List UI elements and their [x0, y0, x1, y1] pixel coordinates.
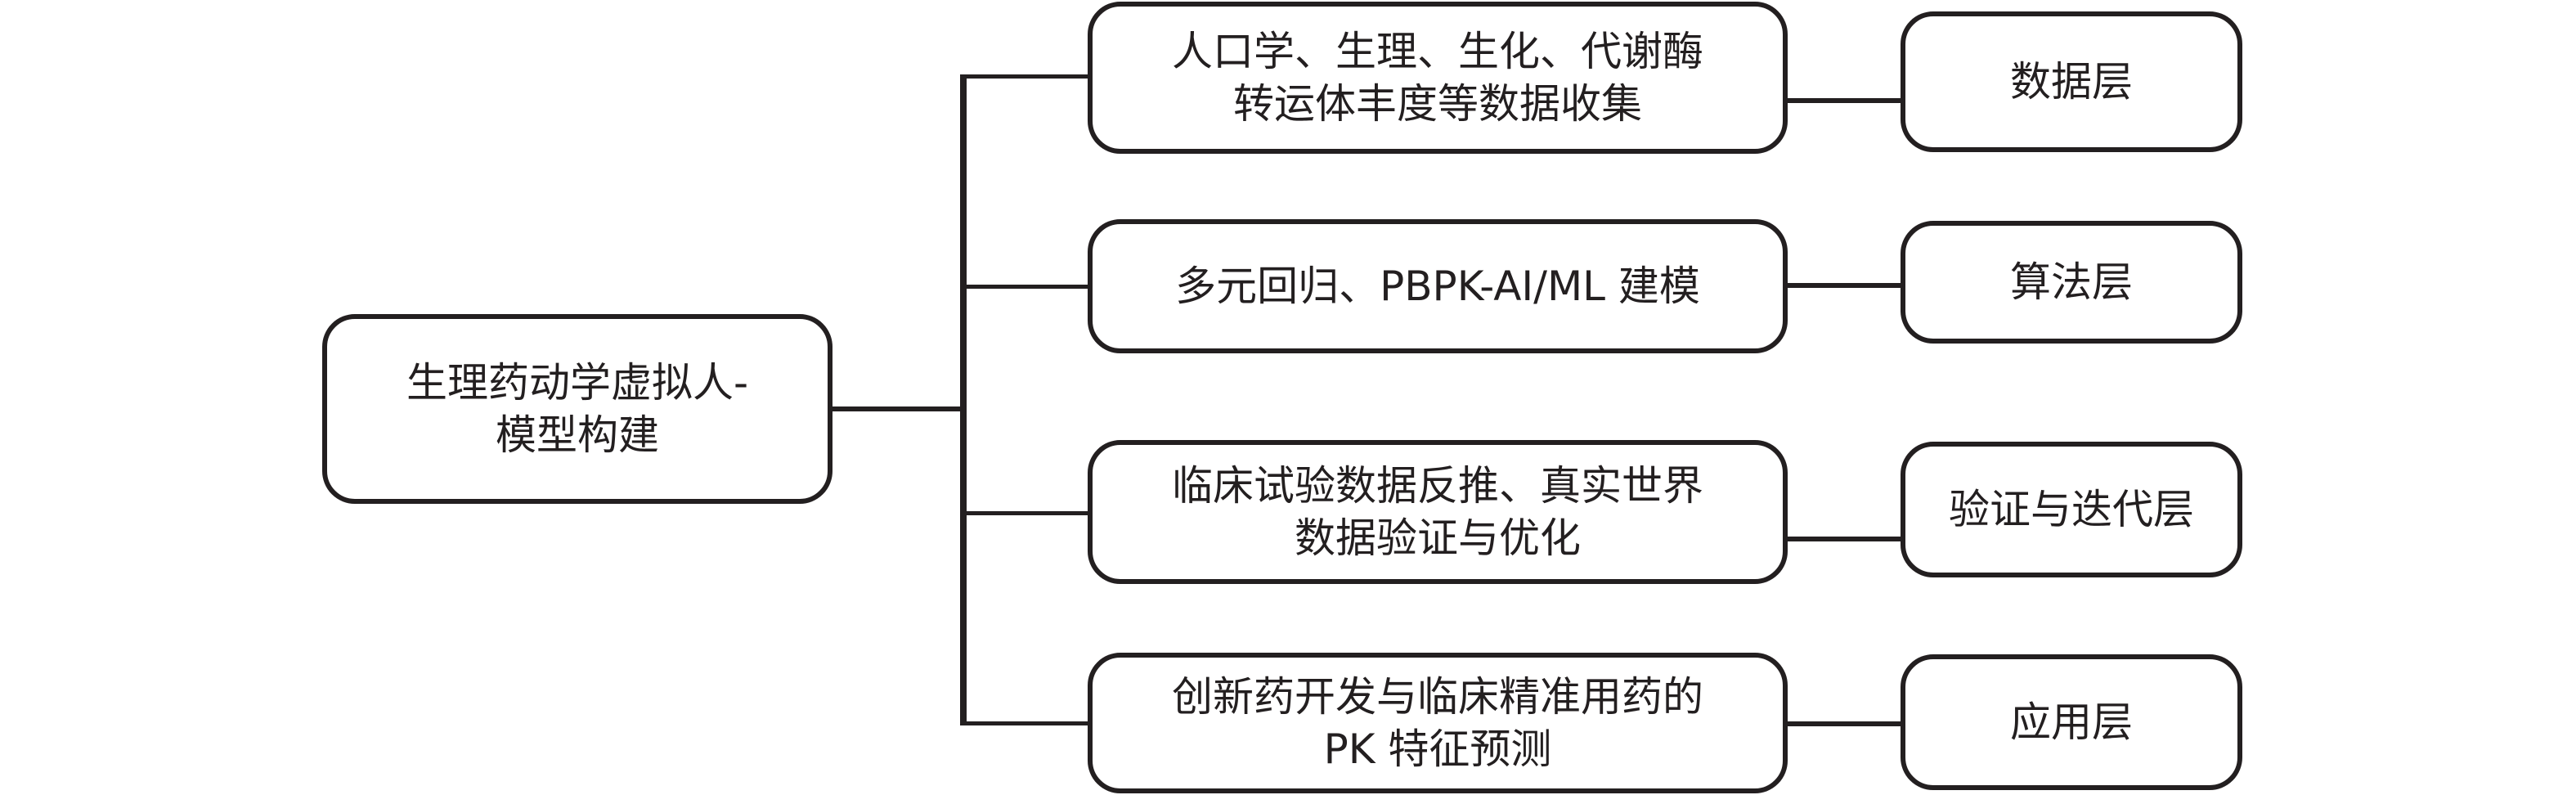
content-node-label: 多元回归、PBPK-AI/ML 建模 — [1175, 263, 1700, 310]
content-node-label: 临床试验数据反推、真实世界 数据验证与优化 — [1172, 462, 1703, 562]
layer-node-algorithm: 算法层 — [1901, 221, 2242, 344]
root-node-label: 生理药动学虚拟人- 模型构建 — [406, 359, 749, 459]
layer-node-application: 应用层 — [1901, 654, 2242, 790]
content-node-3: 临床试验数据反推、真实世界 数据验证与优化 — [1088, 440, 1788, 584]
content-node-2: 多元回归、PBPK-AI/ML 建模 — [1088, 219, 1788, 353]
root-node: 生理药动学虚拟人- 模型构建 — [322, 314, 832, 504]
root-connector — [832, 406, 965, 411]
branch-connector-2 — [960, 285, 1091, 289]
layer-node-data: 数据层 — [1901, 11, 2242, 152]
trunk-line — [960, 74, 967, 725]
content-node-label: 人口学、生理、生化、代谢酶 转运体丰度等数据收集 — [1172, 28, 1703, 128]
layer-node-label: 算法层 — [2010, 258, 2133, 306]
layer-node-label: 验证与迭代层 — [1949, 486, 2194, 533]
layer-node-label: 数据层 — [2010, 58, 2133, 106]
layer-connector-3 — [1788, 537, 1904, 541]
content-node-label: 创新药开发与临床精准用药的 PK 特征预测 — [1172, 673, 1703, 773]
branch-connector-1 — [960, 74, 1091, 79]
branch-connector-3 — [960, 511, 1091, 515]
layer-node-validation: 验证与迭代层 — [1901, 442, 2242, 577]
layer-connector-2 — [1788, 283, 1904, 288]
branch-connector-4 — [960, 721, 1091, 725]
content-node-1: 人口学、生理、生化、代谢酶 转运体丰度等数据收集 — [1088, 2, 1788, 154]
layer-connector-4b — [1788, 721, 1904, 726]
content-node-4: 创新药开发与临床精准用药的 PK 特征预测 — [1088, 653, 1788, 793]
layer-node-label: 应用层 — [2010, 698, 2133, 746]
layer-connector-1 — [1788, 98, 1904, 103]
